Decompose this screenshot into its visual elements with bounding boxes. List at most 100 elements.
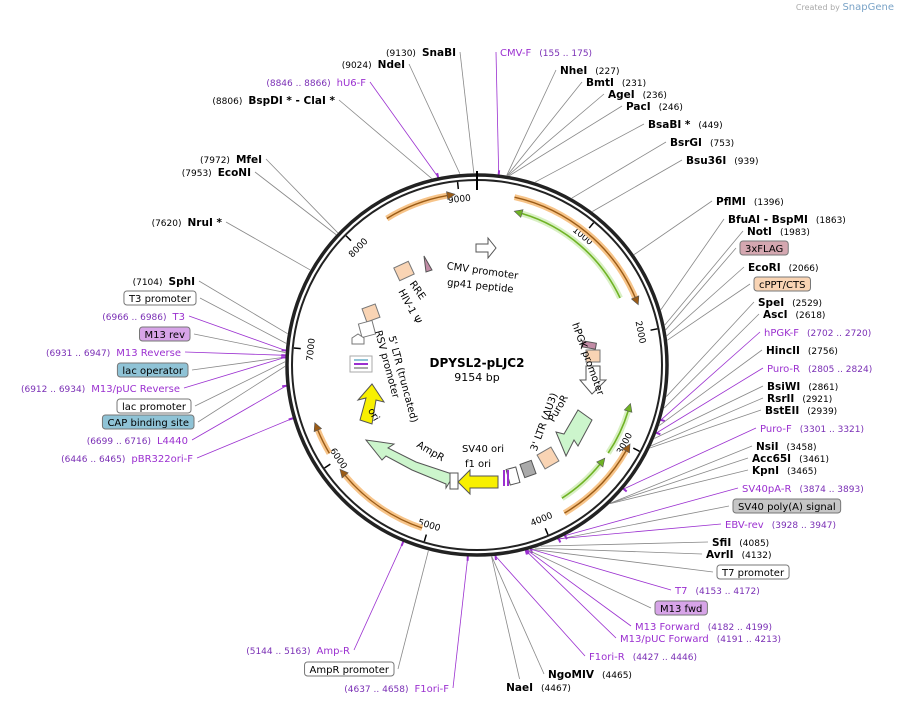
site-coord: (753) [710,139,734,149]
site-coord: (6699 .. 6716) [87,437,151,447]
inner-arc-line [521,212,621,299]
site-label-puro-f[interactable]: Puro-F(3301 .. 3321) [760,424,864,435]
site-label-amp-r[interactable]: Amp-R(5144 .. 5163) [246,646,350,657]
site-label-sv40-poly-a-signal[interactable]: SV40 poly(A) signal [732,498,842,514]
site-name: M13 Reverse [116,348,181,359]
leader-line [666,301,755,397]
site-label-ampr-promoter[interactable]: AmpR promoter [304,661,395,677]
tick-mark [324,463,331,469]
inner-arc-line [561,463,601,499]
site-label-t7-promoter[interactable]: T7 promoter [716,564,790,580]
site-label-l4440[interactable]: L4440(6699 .. 6716) [87,436,188,447]
site-label-sv40pa-r[interactable]: SV40pA-R(3874 .. 3893) [742,484,864,495]
tick-mark [544,528,549,536]
site-label-econi[interactable]: EcoNI(7953) [182,167,251,179]
site-label-hincii[interactable]: HincII(2756) [766,345,838,357]
site-label-m13-puc-reverse[interactable]: M13/pUC Reverse(6912 .. 6934) [21,384,180,395]
site-label-f1ori-r[interactable]: F1ori-R(4427 .. 4446) [589,652,697,663]
site-label-acc65i[interactable]: Acc65I(3461) [752,453,829,465]
site-label-m13-rev[interactable]: M13 rev [139,326,191,342]
primer-marker [436,172,440,179]
site-name: M13/pUC Reverse [91,384,180,395]
site-label-3xflag[interactable]: 3xFLAG [739,240,789,256]
site-label-m13-reverse[interactable]: M13 Reverse(6931 .. 6947) [46,348,181,359]
site-label-m13-fwd[interactable]: M13 fwd [654,600,708,616]
site-name: SnaBI [422,47,456,59]
site-name: M13 Forward [635,622,700,633]
site-label-agei[interactable]: AgeI(236) [608,89,667,101]
leader-line [571,141,667,199]
feature-box [139,326,191,342]
site-label-cmv-f[interactable]: CMV-F(155 .. 175) [500,48,592,59]
site-label-cppt-cts[interactable]: cPPT/CTS [753,276,811,292]
site-label-bmti[interactable]: BmtI(231) [586,77,646,89]
site-label-ecori[interactable]: EcoRI(2066) [748,262,819,274]
site-label-t3[interactable]: T3(6966 .. 6986) [102,312,185,323]
primer-marker [282,384,288,388]
site-label-hu6-f[interactable]: hU6-F(8846 .. 8866) [266,78,366,89]
sv40-ori-box [449,472,459,490]
site-label-t7[interactable]: T7(4153 .. 4172) [674,586,760,597]
site-label-avrii[interactable]: AvrII(4132) [706,549,772,561]
leader-line [199,297,287,344]
leader-line [651,397,764,447]
site-label-sfii[interactable]: SfiI(4085) [712,537,769,549]
site-coord: (4637 .. 4658) [344,685,408,695]
site-label-bspdi-clai-[interactable]: BspDI * - ClaI *(8806) [212,95,335,107]
site-label-sphi[interactable]: SphI(7104) [133,276,195,288]
site-label-bsu36i[interactable]: Bsu36I(939) [686,155,758,167]
feature-box [716,564,790,580]
site-label-m13-puc-forward[interactable]: M13/pUC Forward(4191 .. 4213) [620,634,781,645]
puror-arrow [555,409,593,458]
site-label-pbr322ori-f[interactable]: pBR322ori-F(6446 .. 6465) [61,454,193,465]
site-label-mfei[interactable]: MfeI(7972) [200,154,262,166]
site-name: BfuAI - BspMI [728,214,808,226]
leader-line [507,93,605,176]
site-label-bfuai-bspmi[interactable]: BfuAI - BspMI(1863) [728,214,846,226]
feature-box [123,290,197,306]
site-coord: (2861) [808,383,838,393]
site-coord: (3461) [799,455,829,465]
leader-line [654,385,764,439]
leader-line [495,51,500,175]
site-label-asci[interactable]: AscI(2618) [763,309,825,321]
site-label-f1ori-f[interactable]: F1ori-F(4637 .. 4658) [344,684,449,695]
site-label-ndei[interactable]: NdeI(9024) [342,59,405,71]
site-label-rsrii[interactable]: RsrII(2921) [767,393,832,405]
feature-box-label: lac operator [122,366,183,377]
leader-line [183,357,286,389]
site-label-snabi[interactable]: SnaBI(9130) [386,47,456,59]
site-label-paci[interactable]: PacI(246) [626,101,683,113]
site-label-kpni[interactable]: KpnI(3465) [752,465,817,477]
site-coord: (4191 .. 4213) [717,635,781,645]
site-name: NruI * [188,217,223,229]
site-label-nhei[interactable]: NheI(227) [560,65,620,77]
site-label-lac-promoter[interactable]: lac promoter [116,398,192,414]
site-label-spei[interactable]: SpeI(2529) [758,297,822,309]
site-label-noti[interactable]: NotI(1983) [747,226,810,238]
primer-marker [400,540,405,547]
site-label-puro-r[interactable]: Puro-R(2805 .. 2824) [767,364,872,375]
leader-line [592,159,683,212]
site-label-bsabi-[interactable]: BsaBI *(449) [648,119,723,131]
site-label-t3-promoter[interactable]: T3 promoter [123,290,197,306]
feature-box-label: CAP binding site [107,418,189,429]
site-label-nsii[interactable]: NsiI(3458) [756,441,816,453]
site-label-bsiwi[interactable]: BsiWI(2861) [767,381,838,393]
site-label-hpgk-f[interactable]: hPGK-F(2702 .. 2720) [764,328,871,339]
site-label-ngomiv[interactable]: NgoMIV(4465) [548,669,632,681]
site-label-m13-forward[interactable]: M13 Forward(4182 .. 4199) [635,622,772,633]
leader-line [459,51,475,174]
site-label-ebv-rev[interactable]: EBV-rev(3928 .. 3947) [725,520,836,531]
site-name: AgeI [608,89,635,101]
site-label-naei[interactable]: NaeI(4467) [506,682,571,694]
site-label-nrui-[interactable]: NruI *(7620) [152,217,223,229]
site-label-pflmi[interactable]: PflMI(1396) [716,196,784,208]
site-label-bsrgi[interactable]: BsrGI(753) [670,137,734,149]
feature-label: gp41 peptide [447,278,514,296]
site-label-cap-binding-site[interactable]: CAP binding site [101,414,195,430]
site-label-bsteii[interactable]: BstEII(2939) [765,405,837,417]
feature-arc-line [564,450,627,514]
site-coord: (4465) [602,671,632,681]
site-label-lac-operator[interactable]: lac operator [116,362,189,378]
